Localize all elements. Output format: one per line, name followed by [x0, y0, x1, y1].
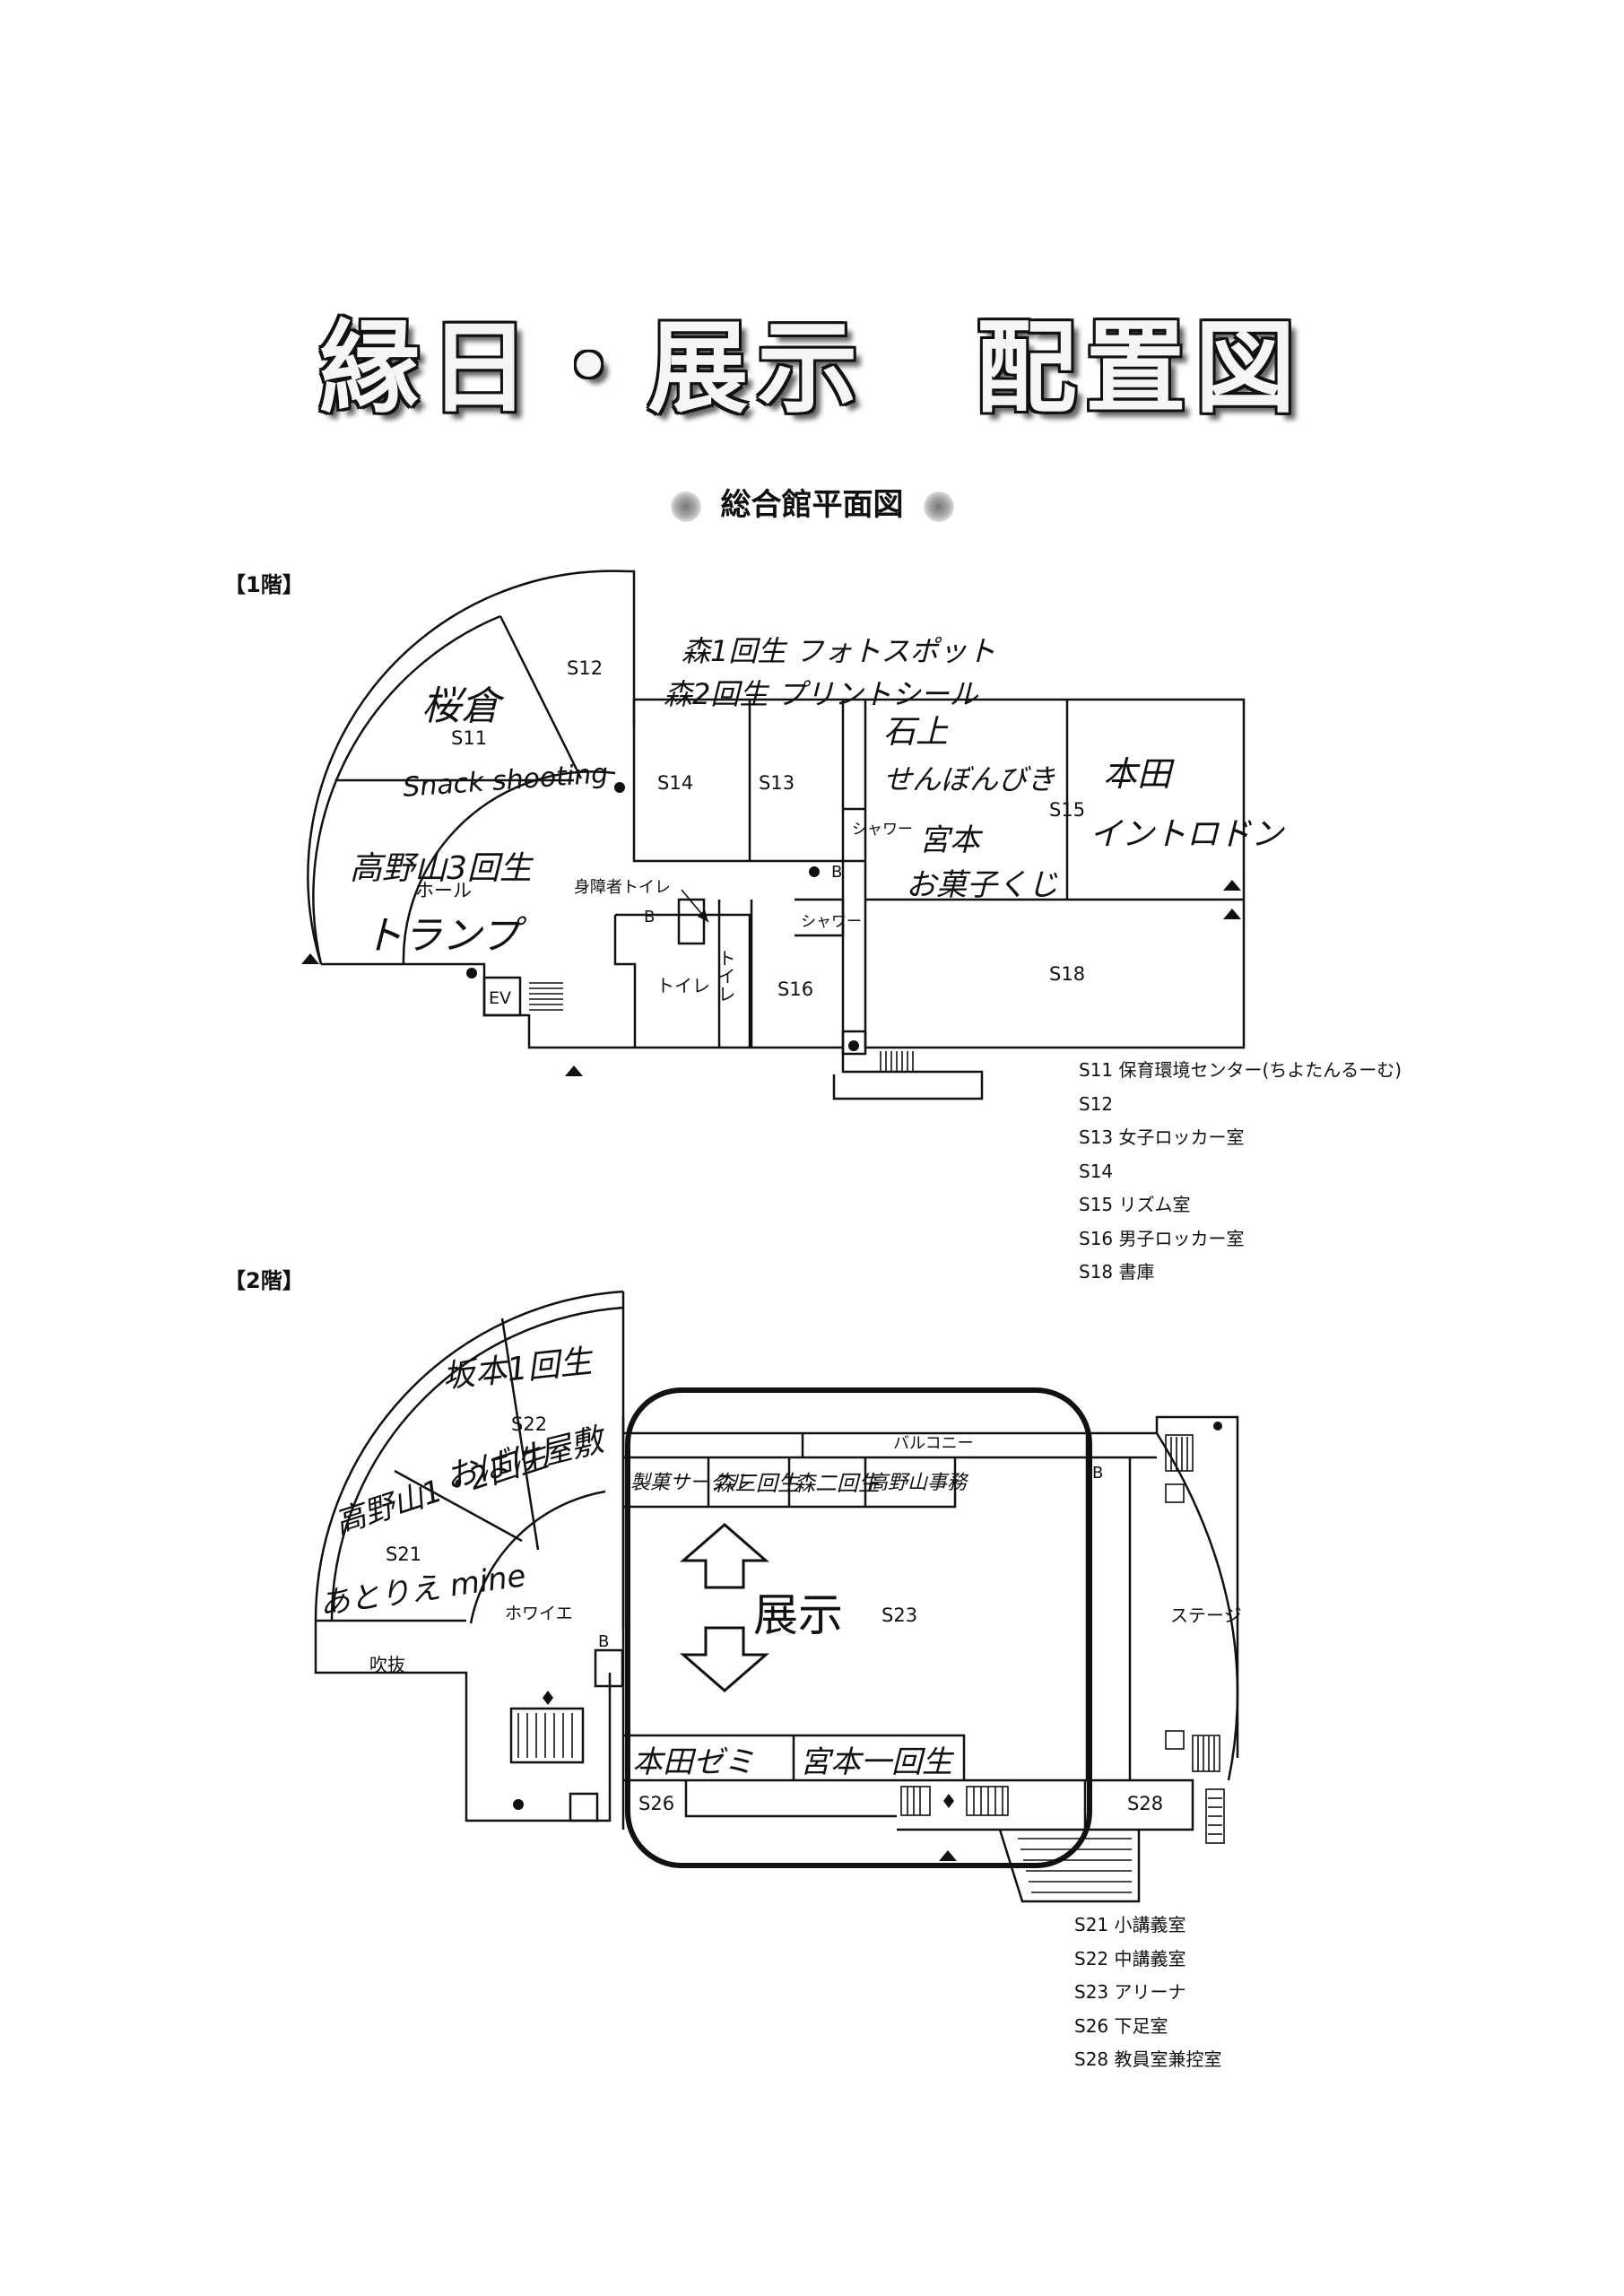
- legend-item: S22 中講義室: [1074, 1947, 1186, 1970]
- room-S14: S14: [657, 772, 693, 794]
- arrow-down-icon: [679, 1626, 770, 1692]
- room-S18: S18: [1049, 963, 1085, 985]
- room-S16: S16: [777, 978, 813, 1000]
- ornament-left-icon: [670, 491, 701, 522]
- marker-dot: [614, 782, 625, 793]
- room-toilet-1: トイレ: [656, 975, 710, 996]
- hw-hall-b: トランプ: [363, 913, 527, 959]
- hw-booth-4: 高野山事務: [868, 1472, 969, 1494]
- hw-s15-e: 本田: [1103, 754, 1175, 794]
- arrow-up-icon: [679, 1523, 770, 1589]
- marker-dot: [809, 866, 820, 877]
- hw-s15-c: 宮本: [919, 822, 984, 858]
- room-hall: ホール: [415, 880, 472, 901]
- legend-item: S26 下足室: [1074, 2014, 1168, 2037]
- subtitle-text: 総合館平面図: [720, 487, 904, 523]
- entrance-triangle-icon: [939, 1850, 957, 1861]
- entrance-triangle-icon: [565, 1065, 583, 1076]
- room-accessible-toilet: 身障者トイレ: [574, 878, 671, 897]
- room-S22: S22: [511, 1413, 547, 1435]
- floor1-plan: [301, 570, 1246, 1100]
- room-S28: S28: [1127, 1793, 1163, 1814]
- floor2-legend: S21 小講義室 S22 中講義室 S23 アリーナ S26 下足室 S28 教…: [1074, 1909, 1222, 2077]
- room-fukinuke: 吹抜: [369, 1654, 405, 1675]
- marker-b-1: B: [644, 908, 655, 926]
- hw-s15-d: お菓子くじ: [906, 867, 1058, 903]
- legend-item: S15 リズム室: [1079, 1194, 1191, 1215]
- room-toilet-2: トイレ: [715, 949, 736, 1003]
- hw-s15-a: 石上: [883, 714, 949, 751]
- legend-item: S21 小講義室: [1074, 1914, 1186, 1935]
- floor2-label: 【2階】: [224, 1268, 304, 1293]
- hw-booth-5: 本田ゼミ: [632, 1744, 754, 1780]
- floor1-label: 【1階】: [224, 572, 304, 597]
- hw-s22-a: 坂本1回生: [441, 1343, 596, 1396]
- hw-s21-a: 高野山1・2回生: [330, 1438, 554, 1541]
- legend-item: S14: [1079, 1160, 1114, 1182]
- exhibition-area-highlight: [625, 1387, 1092, 1868]
- marker-dot: [466, 968, 477, 978]
- room-S21: S21: [386, 1544, 421, 1565]
- room-shower-2: シャワー: [801, 913, 862, 931]
- hw-s21-b: あとりえ mine: [317, 1558, 528, 1622]
- hw-s15-f: イントロドン: [1090, 816, 1285, 853]
- entrance-triangle-icon: [1223, 880, 1241, 891]
- legend-item: S13 女子ロッカー室: [1079, 1126, 1245, 1148]
- marker-b-4: B: [598, 1632, 609, 1651]
- room-S13: S13: [759, 772, 795, 794]
- room-shower-1: シャワー: [852, 821, 913, 839]
- floor2-plan: [314, 1290, 1239, 1903]
- entrance-triangle-icon: [301, 953, 319, 964]
- map-subtitle: 総合館平面図: [0, 480, 1624, 524]
- marker-b-3: B: [1092, 1464, 1103, 1483]
- room-ev: EV: [489, 988, 511, 1008]
- hw-s11-a: 桜倉: [421, 683, 505, 729]
- legend-item: S28 教員室兼控室: [1074, 2048, 1222, 2070]
- marker-b-2: B: [831, 863, 842, 882]
- hw-booth-2: 森三回生: [713, 1471, 801, 1496]
- room-balcony: バルコニー: [893, 1434, 974, 1453]
- hw-hall-a: 高野山3回生: [350, 850, 534, 887]
- room-foyer: ホワイエ: [505, 1604, 573, 1623]
- legend-item: S23 アリーナ: [1074, 1981, 1186, 2003]
- hw-s13-b: 森2回生 プリントシール: [664, 677, 979, 711]
- room-S23: S23: [881, 1605, 917, 1626]
- entrance-triangle-icon: [1223, 909, 1241, 919]
- elevator: [482, 976, 522, 1017]
- hw-booth-6: 宮本一回生: [800, 1744, 955, 1780]
- ornament-right-icon: [923, 491, 954, 522]
- room-S12: S12: [567, 657, 603, 679]
- hw-s11-b: Snack shooting: [402, 758, 609, 804]
- hw-s13-a: 森1回生 フォトスポット: [682, 634, 996, 668]
- legend-item: S12: [1079, 1092, 1114, 1115]
- marker-dot: [848, 1040, 859, 1051]
- room-S26: S26: [638, 1793, 674, 1814]
- floor1-wing-outline: [312, 614, 501, 965]
- hw-tenji: 展示: [753, 1589, 843, 1641]
- hw-booth-3: 森二回生: [794, 1471, 881, 1496]
- legend-item: S16 男子ロッカー室: [1079, 1227, 1245, 1249]
- hw-s15-b: せんぼんびき: [883, 762, 1055, 796]
- hw-booth-1: 製菓サークル: [630, 1472, 749, 1494]
- room-stage: ステージ: [1170, 1605, 1242, 1626]
- room-S15: S15: [1049, 799, 1085, 821]
- page-title: 縁日・展示 配置図: [319, 309, 1305, 427]
- legend-item: S11 保育環境センター(ちよたんるーむ): [1079, 1059, 1403, 1081]
- room-S11: S11: [451, 727, 487, 749]
- legend-item: S18 書庫: [1079, 1261, 1155, 1283]
- floor1-legend: S11 保育環境センター(ちよたんるーむ) S12 S13 女子ロッカー室 S1…: [1079, 1054, 1402, 1290]
